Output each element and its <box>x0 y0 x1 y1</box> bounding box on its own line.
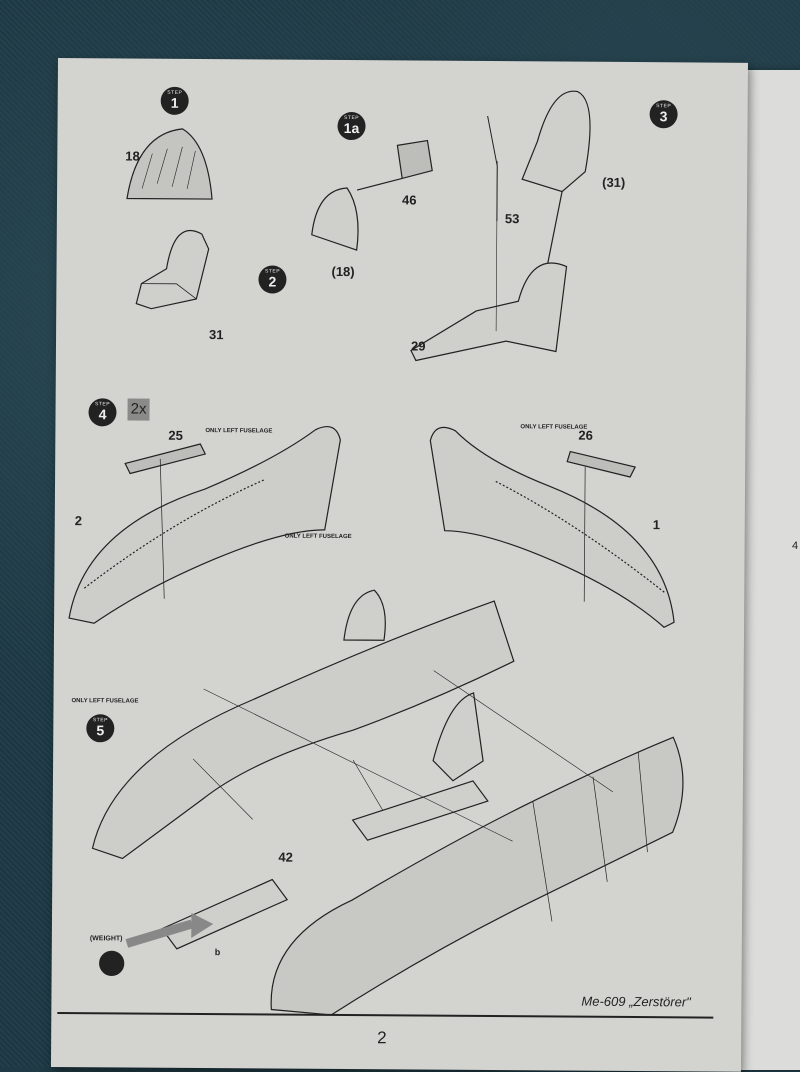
fuselage-half-2-drawing <box>68 426 341 624</box>
fuselage-assembly-drawing <box>91 600 515 860</box>
panel-18-drawing <box>311 187 359 251</box>
part-label-31: 31 <box>209 327 224 343</box>
step-number: 4 <box>98 406 107 423</box>
part-label-31b: (31) <box>602 174 626 190</box>
fuselage-half-1-drawing <box>429 426 675 628</box>
floor-29-drawing <box>410 262 568 362</box>
instrument-panel-drawing <box>126 128 213 200</box>
part-label-29: 29 <box>410 338 426 354</box>
seat-assembly-drawing <box>432 692 484 782</box>
multiplier-badge: 2x <box>127 398 150 421</box>
only-left-fuselage-note: ONLY LEFT FUSELAGE <box>71 698 139 705</box>
part-25-drawing <box>124 443 207 475</box>
footer-title: Me-609 „Zerstörer" <box>581 993 691 1010</box>
only-left-fuselage-note: ONLY LEFT FUSELAGE <box>520 424 588 431</box>
part-26-drawing <box>566 450 637 478</box>
part-label-18: 18 <box>125 148 140 164</box>
step-number: 2 <box>268 273 277 290</box>
part-label-53: 53 <box>504 211 520 227</box>
step-badge-3: STEP 3 <box>649 100 678 129</box>
nose-section-drawing <box>270 736 684 1016</box>
part-label-2: 2 <box>74 513 83 529</box>
part-label-42: 42 <box>278 849 293 865</box>
step-number: 3 <box>659 108 668 125</box>
part-42-drawing <box>160 878 289 950</box>
part-label-46: 46 <box>401 192 417 208</box>
step-number: 5 <box>96 722 105 739</box>
step-badge-4: STEP 4 <box>88 398 117 427</box>
assembly-drawings <box>68 90 684 1016</box>
only-left-fuselage-note: ONLY LEFT FUSELAGE <box>205 428 273 435</box>
step-number: 1a <box>343 119 360 137</box>
only-left-fuselage-note: ONLY LEFT FUSELAGE <box>284 533 352 541</box>
seat-drawing-step1 <box>135 229 210 310</box>
adjacent-page: 4 <box>740 70 800 1070</box>
step-badge-2: STEP 2 <box>258 265 287 294</box>
part-label-1: 1 <box>652 517 661 533</box>
part-label-25: 25 <box>168 427 183 443</box>
weight-drawing <box>99 950 125 976</box>
step-badge-1a: STEP 1a <box>337 111 366 141</box>
seat-31-drawing <box>521 90 591 193</box>
step-badge-5: STEP 5 <box>86 714 115 743</box>
step-number: 1 <box>170 94 179 111</box>
paint-code-b: b <box>214 947 221 958</box>
page-number: 2 <box>377 1028 387 1048</box>
weight-note: (WEIGHT) <box>89 935 123 943</box>
step-badge-1: STEP 1 <box>160 86 189 115</box>
adjacent-page-fragment: 4 <box>792 540 799 552</box>
instruction-page: STEP 1 STEP 1a STEP 2 STEP 3 STEP 4 2x S… <box>50 58 748 1072</box>
part-46-drawing <box>396 139 433 180</box>
part-label-18b: (18) <box>331 263 355 280</box>
